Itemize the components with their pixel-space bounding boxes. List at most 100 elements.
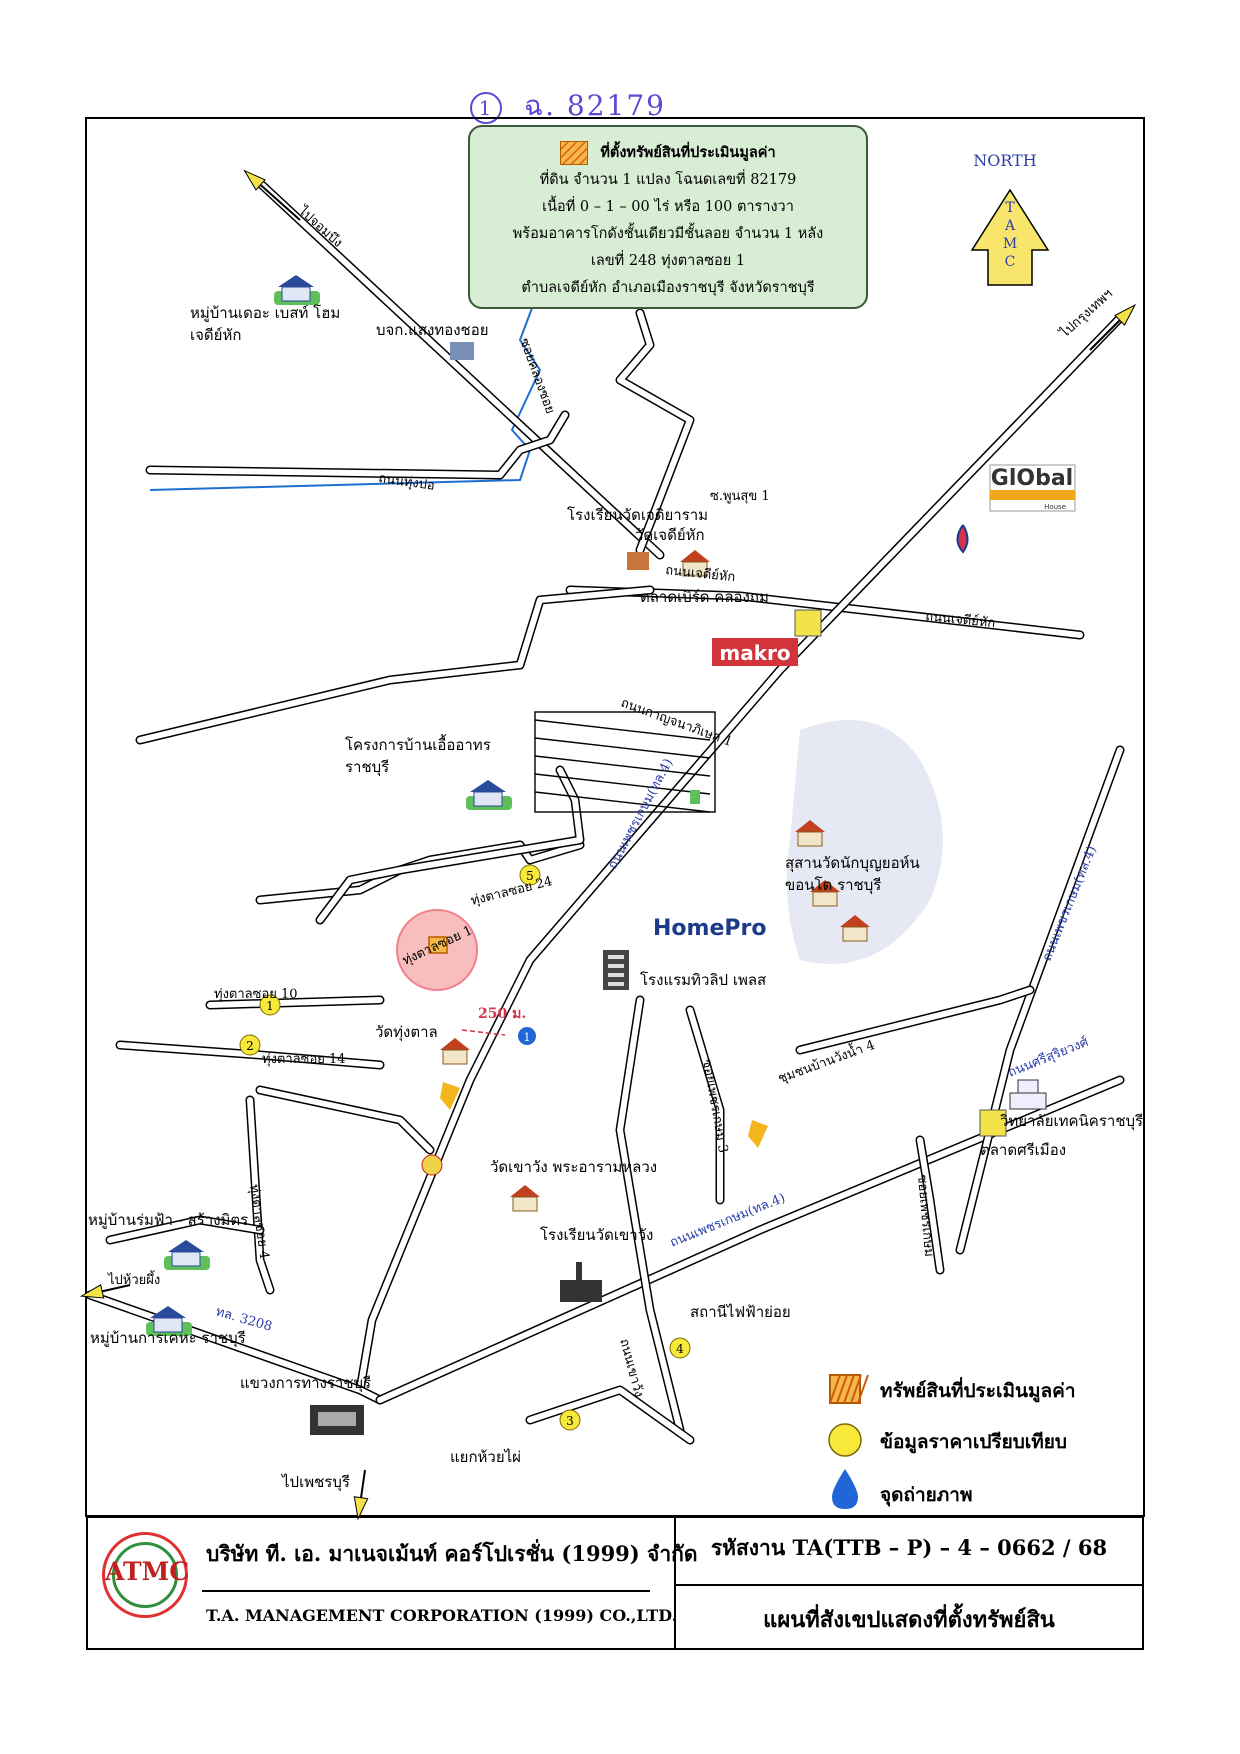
road-label-sri-suriyawong-1: ถนนกาญจนาภิเษก 1 (619, 696, 735, 750)
road-soi-24-fill (317, 767, 583, 923)
temple-khao-wang-icon-roof (510, 1185, 540, 1197)
school-chedi-hak-icon (627, 552, 649, 570)
place-huai-phai-junction: แยกห้วยไผ่ (450, 1448, 521, 1466)
market-icon (794, 609, 822, 637)
place-power-station: สถานีไฟฟ้าย่อย (690, 1303, 791, 1321)
house-rom-fa-icon-roof (168, 1240, 204, 1252)
legend-item-hatch: ทรัพย์สินที่ประเมินมูลค่า (829, 1374, 1076, 1404)
road-tung-pho (145, 410, 570, 480)
house-rom-fa-icon (164, 1240, 210, 1270)
place-mu-ban-kan-kheha: หมู่บ้านการเคหะ ราชบุรี (90, 1329, 246, 1348)
temple-khao-wang-icon (510, 1185, 540, 1212)
arrow-to-huai-phueng (79, 1283, 131, 1299)
makro-logo-text: makro (719, 641, 790, 665)
comparison-circle-3 (559, 1409, 581, 1431)
arrow-to-bangkok-shaft (1089, 314, 1126, 351)
comparison-circle-1 (259, 994, 281, 1016)
road-soi-14-fill (117, 1042, 383, 1068)
north-arrow-shape (970, 188, 1050, 286)
temple-thung-tan-icon-roof (440, 1038, 470, 1050)
temple-thung-tan-icon (440, 1038, 470, 1065)
house-the-best-home-icon (274, 275, 320, 305)
place-bokor: บจก.แสงทองชอย (376, 321, 489, 339)
job-code: รหัสงาน TA(TTB – P) – 4 – 0662 / 68 (710, 1535, 1108, 1560)
road-label-pai-huai-phai: ไปห้วยผึ้ง (107, 1270, 160, 1288)
arrow-to-bangkok (1089, 303, 1137, 351)
grid-road-0 (534, 719, 711, 741)
market-sri-mueang-icon (979, 1109, 1007, 1137)
road-khao-wang-fill (617, 997, 683, 1433)
legend-label-drop: จุดถ่ายภาพ (880, 1484, 973, 1507)
handwritten-circle-number: 1 (470, 92, 502, 124)
cemetery-chapel-icon-1 (810, 880, 840, 907)
arrow-to-chombueng-shaft (254, 179, 301, 221)
legend-label-circle: ข้อมูลราคาเปรียบเทียบ (880, 1431, 1067, 1454)
info-line-address: เลขที่ 248 ทุ่งตาลซอย 1 (590, 253, 746, 269)
house-kan-kheha-icon (146, 1306, 192, 1336)
place-talad-khlong: ตลาดเบิร์ด คลองถม (640, 588, 769, 606)
title-block-divider-horizontal (676, 1584, 1142, 1586)
hotel-building-icon (603, 950, 629, 990)
road-label-phun-suk: ซ.พูนสุข 1 (710, 489, 770, 504)
comparison-label-2: 2 (246, 1039, 254, 1053)
place-school-khao-wang: โรงเรียนวัดเขาวัง (540, 1226, 653, 1244)
place-cemetery-line-1: ขอนโด ราชบุรี (785, 876, 881, 895)
place-hotel: โรงแรมทิวลิป เพลส (640, 971, 766, 989)
power-station-icon (748, 1120, 768, 1148)
comparison-label-5: 5 (526, 869, 534, 883)
info-line-location: ตำบลเจดีย์หัก อำเภอเมืองราชบุรี จังหวัดร… (521, 280, 815, 296)
road-network (85, 180, 1125, 1445)
comparison-circle-2 (239, 1034, 261, 1056)
distance-label: 250 ม. (478, 1006, 526, 1022)
global-logo-text: GlObal (991, 466, 1073, 491)
cemetery-chapel-icon-1-hall (812, 891, 838, 907)
temple-chedi-hak-icon-hall (682, 561, 708, 577)
distance-line (461, 1029, 506, 1036)
north-letter-c: C (1005, 254, 1016, 270)
info-line-deed: ที่ดิน จำนวน 1 แปลง โฉนดเลขที่ 82179 (539, 172, 797, 188)
arrow-to-chombueng (243, 169, 301, 221)
road-west-1-fill (137, 587, 653, 743)
temple-khao-wang-icon-hall (512, 1196, 538, 1212)
hotel-building-icon-window-3 (608, 982, 624, 986)
college-body (1009, 1092, 1047, 1110)
school-khao-wang-tower (576, 1262, 582, 1280)
comparison-label-4: 4 (676, 1342, 684, 1356)
highway-office-window (318, 1412, 356, 1426)
grid-road-4 (534, 791, 711, 813)
photo-point-drop (518, 1027, 536, 1045)
house-ua-arthorn-icon-body (473, 791, 503, 807)
legend-circle-icon (828, 1423, 862, 1457)
house-kan-kheha-icon-body (153, 1317, 183, 1333)
map-frame (85, 117, 1145, 1517)
homepro-logo: HomePro (653, 916, 766, 941)
north-letter-m: M (1003, 236, 1017, 252)
cemetery-chapel-icon-0-roof (795, 820, 825, 832)
photo-point-marker: 1 (518, 1027, 536, 1045)
place-school-wat-chedi: โรงเรียนวัดเจติยาราม (567, 506, 708, 524)
seven-eleven-icon (690, 790, 700, 804)
road-label-sri-suriyawong: ถนนศรีสุริยวงศ์ (1006, 1034, 1092, 1081)
place-ban-ua-arthorn: โครงการบ้านเอื้ออาทร (345, 734, 491, 754)
place-mu-ban-rom-fa: หมู่บ้านร่มฟ้า - สร้างมิตร (88, 1211, 248, 1229)
homepro-logo-text: HomePro (653, 916, 766, 941)
north-label: NORTH (973, 151, 1037, 170)
grid-road-1 (534, 737, 711, 759)
cemetery-chapel-icon-0 (795, 820, 825, 847)
road-west-3-fill (257, 1087, 433, 1153)
road-soi-4-fill (247, 1097, 273, 1293)
temple-thung-tan-icon-hall (442, 1049, 468, 1065)
road-east-fill (957, 747, 1123, 1253)
photo-point-label: 1 (524, 1031, 531, 1044)
ptt-logo-icon (421, 1154, 443, 1176)
comparison-point-4: 4 (669, 1337, 691, 1359)
road-tung-pho-fill (147, 412, 568, 478)
road-label-phetkasem-3: ซอยเพชรเกษม 3 (699, 1058, 730, 1154)
company-name-english: T.A. MANAGEMENT CORPORATION (1999) CO.,L… (206, 1606, 678, 1625)
makro-logo: makro (712, 638, 798, 666)
place-wat-chedi-hak: วัดเจดีย์หัก (635, 526, 705, 544)
place-wat-khao-wang: วัดเขาวัง พระอารามหลวง (490, 1158, 657, 1176)
